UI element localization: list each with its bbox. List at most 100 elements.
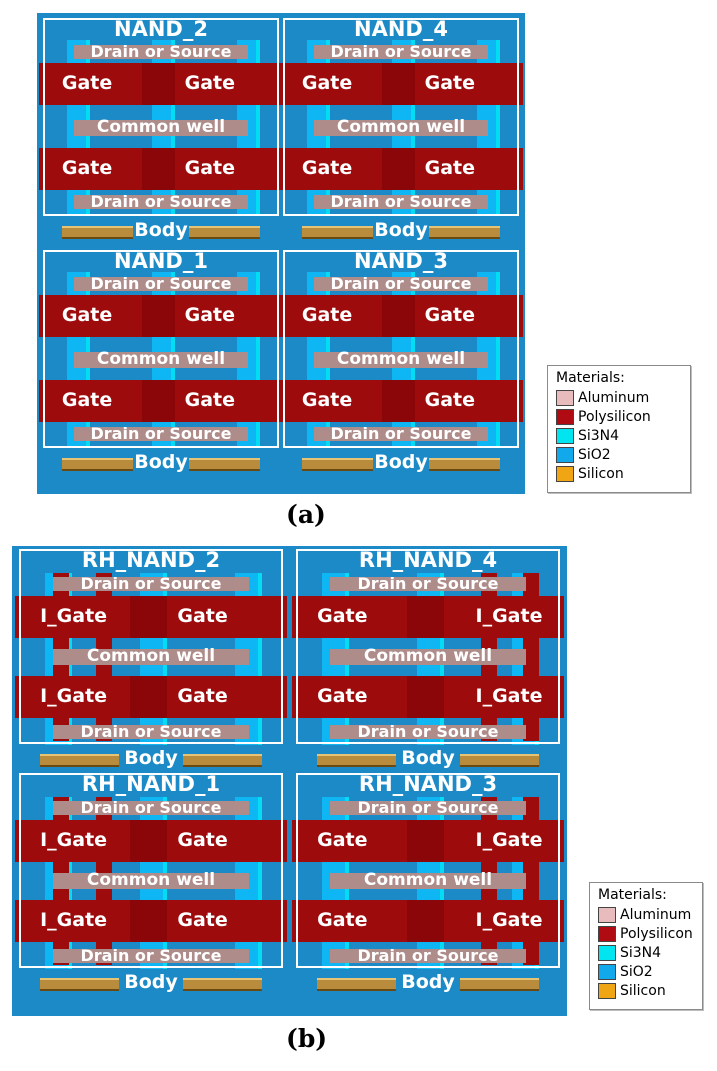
drain-or-source-top-label: Drain or Source [330, 274, 472, 293]
body-contact-left [317, 978, 397, 991]
common-well-contact [73, 120, 249, 136]
cell-frame [283, 18, 519, 216]
legend-swatch [556, 409, 574, 425]
drain-contact-bottom [53, 949, 249, 963]
gate-label-top-right: I_Gate [475, 829, 543, 851]
legend-label: SiO2 [620, 964, 653, 980]
drain-or-source-top-label: Drain or Source [330, 42, 472, 61]
drain-or-source-bottom-label: Drain or Source [90, 424, 232, 443]
drain-or-source-top-label: Drain or Source [90, 42, 232, 61]
body-contact-right [459, 978, 539, 991]
drain-or-source-bottom-label: Drain or Source [357, 722, 499, 741]
gate-label-bottom-right: Gate [424, 157, 475, 179]
gate-label-top-right: Gate [177, 605, 228, 627]
body-contact-right [182, 978, 262, 991]
si3n4-edge [496, 272, 501, 448]
cell-title: NAND_2 [114, 17, 208, 41]
body-label: Body [401, 971, 455, 993]
gate-shade [142, 63, 176, 105]
legend-item: SiO2 [556, 447, 686, 464]
gate-shade [129, 596, 167, 638]
cell-title: NAND_3 [354, 249, 448, 273]
gate-label-bottom-left: Gate [61, 389, 113, 411]
gate-label-bottom-left: Gate [61, 157, 113, 179]
drain-or-source-bottom-label: Drain or Source [80, 946, 222, 965]
gate-label-bottom-left: Gate [301, 157, 353, 179]
drain-contact-bottom [313, 195, 489, 209]
drain-or-source-bottom-label: Drain or Source [80, 722, 222, 741]
gate-shade [129, 676, 167, 718]
legend-item: Silicon [598, 983, 717, 1000]
body-contact-left [301, 226, 373, 239]
legend-swatch [598, 964, 616, 980]
legend-item: Aluminum [598, 907, 717, 924]
legend-title: Materials: [556, 370, 625, 386]
gate-shade [406, 900, 444, 942]
i-gate-post [523, 797, 540, 965]
si3n4-edge [257, 573, 262, 745]
gate-label-top-left: Gate [61, 72, 113, 94]
gate-shade [142, 380, 176, 422]
common-well-contact [53, 873, 249, 889]
gate-label-top-right: Gate [184, 304, 235, 326]
drain-contact-top [313, 45, 489, 59]
body-label: Body [124, 747, 178, 769]
gate-label-bottom-right: I_Gate [475, 909, 543, 931]
legend-title: Materials: [598, 887, 667, 903]
legend-label: Si3N4 [578, 428, 620, 444]
legend-label: Si3N4 [620, 945, 662, 961]
common-well-contact [53, 649, 249, 665]
cell-title: RH_NAND_3 [358, 772, 498, 796]
gate-shade [142, 148, 176, 190]
body-contact-right [459, 754, 539, 767]
drain-or-source-bottom-label: Drain or Source [357, 946, 499, 965]
body-contact-right [189, 458, 261, 471]
gate-label-top-left: I_Gate [40, 605, 108, 627]
gate-shade [382, 63, 416, 105]
gate-label-top-right: Gate [424, 304, 475, 326]
drain-or-source-bottom-label: Drain or Source [90, 192, 232, 211]
common-well-label: Common well [363, 646, 493, 666]
cell-frame [296, 773, 560, 968]
body-contact-left [61, 226, 133, 239]
common-well-contact [73, 352, 249, 368]
cell-frame [43, 250, 279, 448]
body-label: Body [134, 219, 188, 241]
drain-contact-bottom [53, 725, 249, 739]
gate-label-top-right: Gate [177, 829, 228, 851]
drain-contact-top [313, 277, 489, 291]
legend-item: Si3N4 [556, 428, 686, 445]
gate-label-bottom-left: I_Gate [40, 909, 108, 931]
common-well-label: Common well [96, 117, 226, 137]
legend-label: SiO2 [578, 447, 611, 463]
gate-label-bottom-right: Gate [177, 685, 228, 707]
gate-label-top-right: Gate [424, 72, 475, 94]
drain-contact-top [73, 45, 249, 59]
si3n4-edge [256, 40, 261, 216]
legend-label: Polysilicon [578, 409, 651, 425]
gate-label-top-left: Gate [317, 829, 368, 851]
common-well-label: Common well [86, 870, 216, 890]
gate-label-bottom-right: I_Gate [475, 685, 543, 707]
legend-swatch [556, 428, 574, 444]
legend-label: Aluminum [620, 907, 692, 923]
body-contact-right [429, 226, 501, 239]
common-well-contact [313, 352, 489, 368]
common-well-contact [330, 873, 526, 889]
panel-a-caption: (a) [286, 500, 326, 529]
si3n4-edge [257, 797, 262, 969]
common-well-label: Common well [86, 646, 216, 666]
legend-item: Si3N4 [598, 945, 717, 962]
drain-or-source-top-label: Drain or Source [357, 798, 499, 817]
body-contact-left [301, 458, 373, 471]
body-label: Body [124, 971, 178, 993]
legend-swatch [598, 945, 616, 961]
legend-item: SiO2 [598, 964, 717, 981]
i-gate-post [523, 573, 540, 741]
gate-shade [382, 295, 416, 337]
legend-swatch [556, 466, 574, 482]
body-contact-left [61, 458, 133, 471]
